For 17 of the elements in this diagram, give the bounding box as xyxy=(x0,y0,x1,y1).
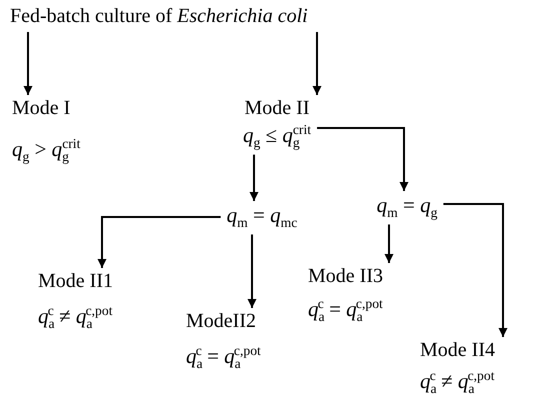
mode-label: Mode I xyxy=(12,97,70,120)
mode-label: Mode II3 xyxy=(308,265,383,288)
title-text: Fed-batch culture of Escherichia coli xyxy=(10,5,308,28)
arrow xyxy=(312,32,322,95)
mode-label: Mode II xyxy=(244,97,310,120)
arrow xyxy=(250,154,258,201)
arrow xyxy=(24,32,32,95)
arrow xyxy=(384,224,394,263)
arrow xyxy=(317,127,408,191)
arrow xyxy=(248,234,256,308)
mode-label: Mode II4 xyxy=(420,339,495,362)
mode-label: ModeII2 xyxy=(186,310,256,333)
arrow xyxy=(443,203,508,337)
mode-label: Mode II1 xyxy=(38,270,113,293)
formula-text: q$_{m}$ = q$_{mc}$ xyxy=(226,203,298,230)
arrow xyxy=(98,216,221,268)
formula-text: q$_{m}$ = q$_{g}$ xyxy=(376,193,438,220)
